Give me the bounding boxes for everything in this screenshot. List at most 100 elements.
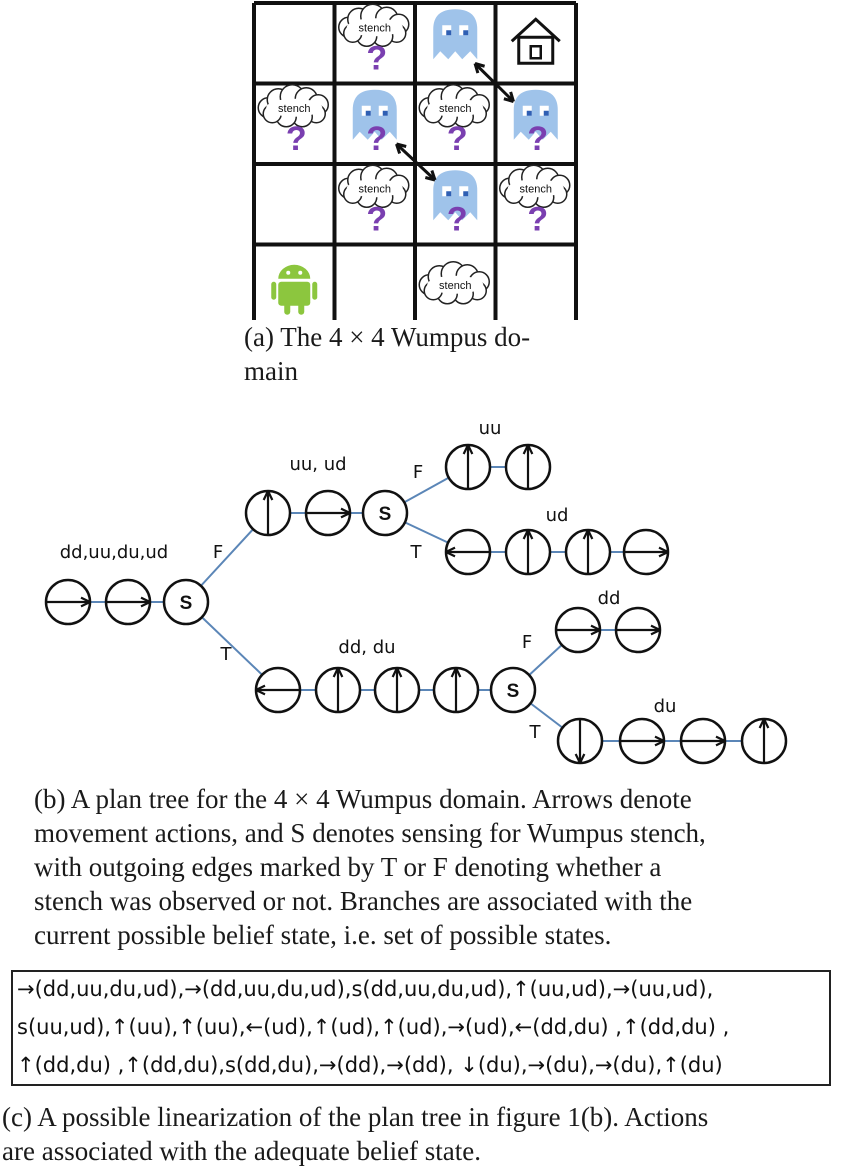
stench-label: stench — [439, 103, 471, 115]
edge-label-t: T — [220, 644, 233, 665]
sense-label: S — [180, 593, 193, 614]
question-mark: ? — [447, 120, 468, 158]
branch-label-upper-f: uu — [479, 418, 502, 439]
move-node — [432, 666, 480, 714]
stench-cloud: stench — [418, 84, 490, 128]
grid-cell: stench? — [338, 3, 410, 77]
linearization-line: s(uu,ud),↑(uu),↑(uu),←(ud),↑(ud),↑(ud),→… — [17, 1015, 730, 1039]
stench-label: stench — [278, 103, 310, 115]
grid-cell: ? — [513, 89, 558, 158]
arrow-head — [658, 546, 669, 558]
move-node — [314, 666, 362, 714]
grid-cell: stench? — [418, 84, 490, 158]
wumpus-grid: stench?stench??stench??stench??stench?st… — [252, 1, 578, 320]
stench-cloud: stench — [499, 164, 571, 208]
grid-cell: stench — [418, 261, 490, 305]
arrow-head — [332, 667, 344, 678]
sense-label: S — [379, 504, 392, 525]
move-node — [614, 606, 662, 654]
caption-a-line2: main — [244, 356, 298, 386]
branch-label-upper-t: ud — [546, 505, 569, 526]
stench-cloud: stench — [338, 164, 410, 208]
grid-lines — [252, 1, 578, 320]
arrow-head — [450, 667, 462, 678]
android-agent-icon — [271, 264, 318, 315]
question-mark: ? — [286, 120, 307, 158]
edge-label-t: T — [410, 542, 423, 563]
move-node — [254, 666, 302, 714]
grid-cell: ? — [352, 89, 397, 158]
wumpus-ghost-icon — [513, 89, 558, 140]
arrow-head — [582, 529, 594, 540]
double-arrow — [473, 62, 515, 103]
arrow-head — [391, 667, 403, 678]
caption-b-line: stench was observed or not. Branches are… — [34, 886, 693, 916]
double-arrow — [395, 142, 437, 182]
wumpus-ghost-icon — [433, 9, 478, 60]
grid-cell — [271, 264, 318, 315]
question-mark: ? — [527, 120, 548, 158]
move-node — [373, 666, 421, 714]
grid-cell: stench? — [338, 164, 410, 238]
arrow-head — [262, 490, 274, 501]
caption-a-line1: (a) The 4 × 4 Wumpus do- — [244, 322, 531, 352]
arrow-head — [650, 624, 661, 636]
arrow-head — [522, 444, 534, 455]
grid-cell: stench? — [257, 84, 329, 158]
branch-label-upper: uu, ud — [289, 454, 346, 475]
arrow-head — [715, 735, 726, 747]
caption-c-line2: are associated with the adequate belief … — [2, 1136, 482, 1166]
branch-label-lower: dd, du — [338, 637, 395, 658]
move-node — [556, 717, 604, 765]
move-node — [104, 578, 152, 626]
move-node — [740, 717, 788, 765]
sense-node: S — [361, 489, 409, 537]
move-node — [679, 717, 727, 765]
question-mark: ? — [447, 200, 468, 238]
linearization-line: ↑(dd,du) ,↑(dd,du),s(dd,du),→(dd),→(dd),… — [17, 1053, 723, 1077]
arrow-head — [574, 753, 586, 764]
edge-label-f: F — [413, 462, 423, 483]
move-node — [564, 528, 612, 576]
arrow-head — [445, 546, 456, 558]
move-node — [504, 528, 552, 576]
move-node — [444, 443, 492, 491]
wumpus-ghost-icon — [433, 170, 478, 221]
arrow-head — [590, 624, 601, 636]
caption-c-line1: (c) A possible linearization of the plan… — [2, 1102, 709, 1132]
arrow-head — [255, 684, 266, 696]
move-node — [44, 578, 92, 626]
adjacency-arrows — [395, 62, 515, 182]
question-mark: ? — [366, 120, 387, 158]
stench-cloud: stench — [418, 261, 490, 305]
sense-node: S — [162, 578, 210, 626]
edge-label-f: F — [522, 632, 532, 653]
arrow-head — [140, 596, 151, 608]
move-node — [622, 528, 670, 576]
linearization-box: →(dd,uu,du,ud),→(dd,uu,du,ud),s(dd,uu,du… — [11, 970, 831, 1086]
move-node — [244, 489, 292, 537]
question-mark: ? — [527, 200, 548, 238]
caption-b-line: movement actions, and S denotes sensing … — [34, 818, 706, 848]
move-node — [554, 606, 602, 654]
stench-cloud: stench — [257, 84, 329, 128]
caption-b-line: current possible belief state, i.e. set … — [34, 920, 612, 950]
grid-cell — [510, 17, 561, 65]
sense-label: S — [507, 681, 520, 702]
arrow-head — [654, 735, 665, 747]
stench-label: stench — [439, 280, 471, 292]
linearization-line: →(dd,uu,du,ud),→(dd,uu,du,ud),s(dd,uu,du… — [17, 977, 714, 1001]
house-icon — [510, 17, 561, 65]
grid-content: stench?stench??stench??stench??stench?st… — [257, 3, 571, 315]
branch-label-root: dd,uu,du,ud — [60, 542, 169, 563]
question-mark: ? — [366, 39, 387, 77]
stench-label: stench — [359, 183, 391, 195]
grid-cell: stench? — [499, 164, 571, 238]
edge-label-t: T — [529, 722, 542, 743]
arrow-head — [758, 718, 770, 729]
move-node — [618, 717, 666, 765]
grid-cell: ? — [433, 170, 478, 238]
arrow-head — [462, 444, 474, 455]
